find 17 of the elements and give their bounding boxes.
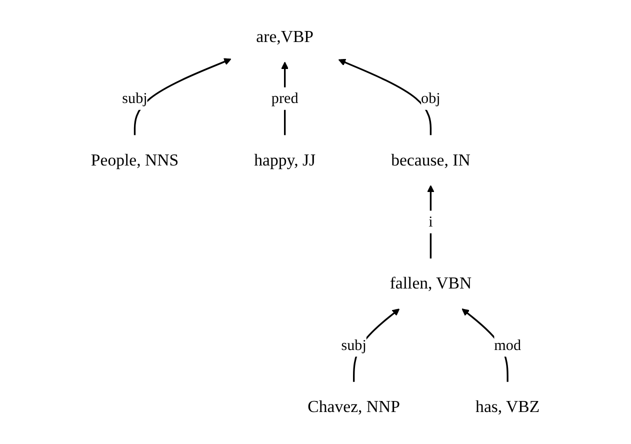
- edge-label: obj: [421, 90, 441, 107]
- edge-label: subj: [122, 90, 148, 107]
- arrow: [134, 58, 232, 136]
- node-text: fallen, VBN: [390, 274, 472, 293]
- node-text: People, NNS: [91, 151, 179, 170]
- node-text: happy, JJ: [254, 151, 316, 170]
- arrow: [338, 58, 432, 136]
- node-text: because, IN: [391, 151, 471, 170]
- node-text: Chavez, NNP: [308, 398, 400, 416]
- node-text: are,VBP: [256, 28, 314, 46]
- edge-label: i: [428, 213, 434, 230]
- edge-label: pred: [272, 90, 298, 107]
- arrow: [427, 185, 435, 258]
- edge-label: mod: [494, 336, 522, 354]
- node-text: has, VBZ: [476, 398, 540, 416]
- dependency-tree: subj pred obj i subj mod are,VBP People, NNS happy, JJ because, IN fallen, VBN Chavez, NNP has, VBZ: [59, 5, 572, 439]
- edge-label: subj: [341, 336, 367, 354]
